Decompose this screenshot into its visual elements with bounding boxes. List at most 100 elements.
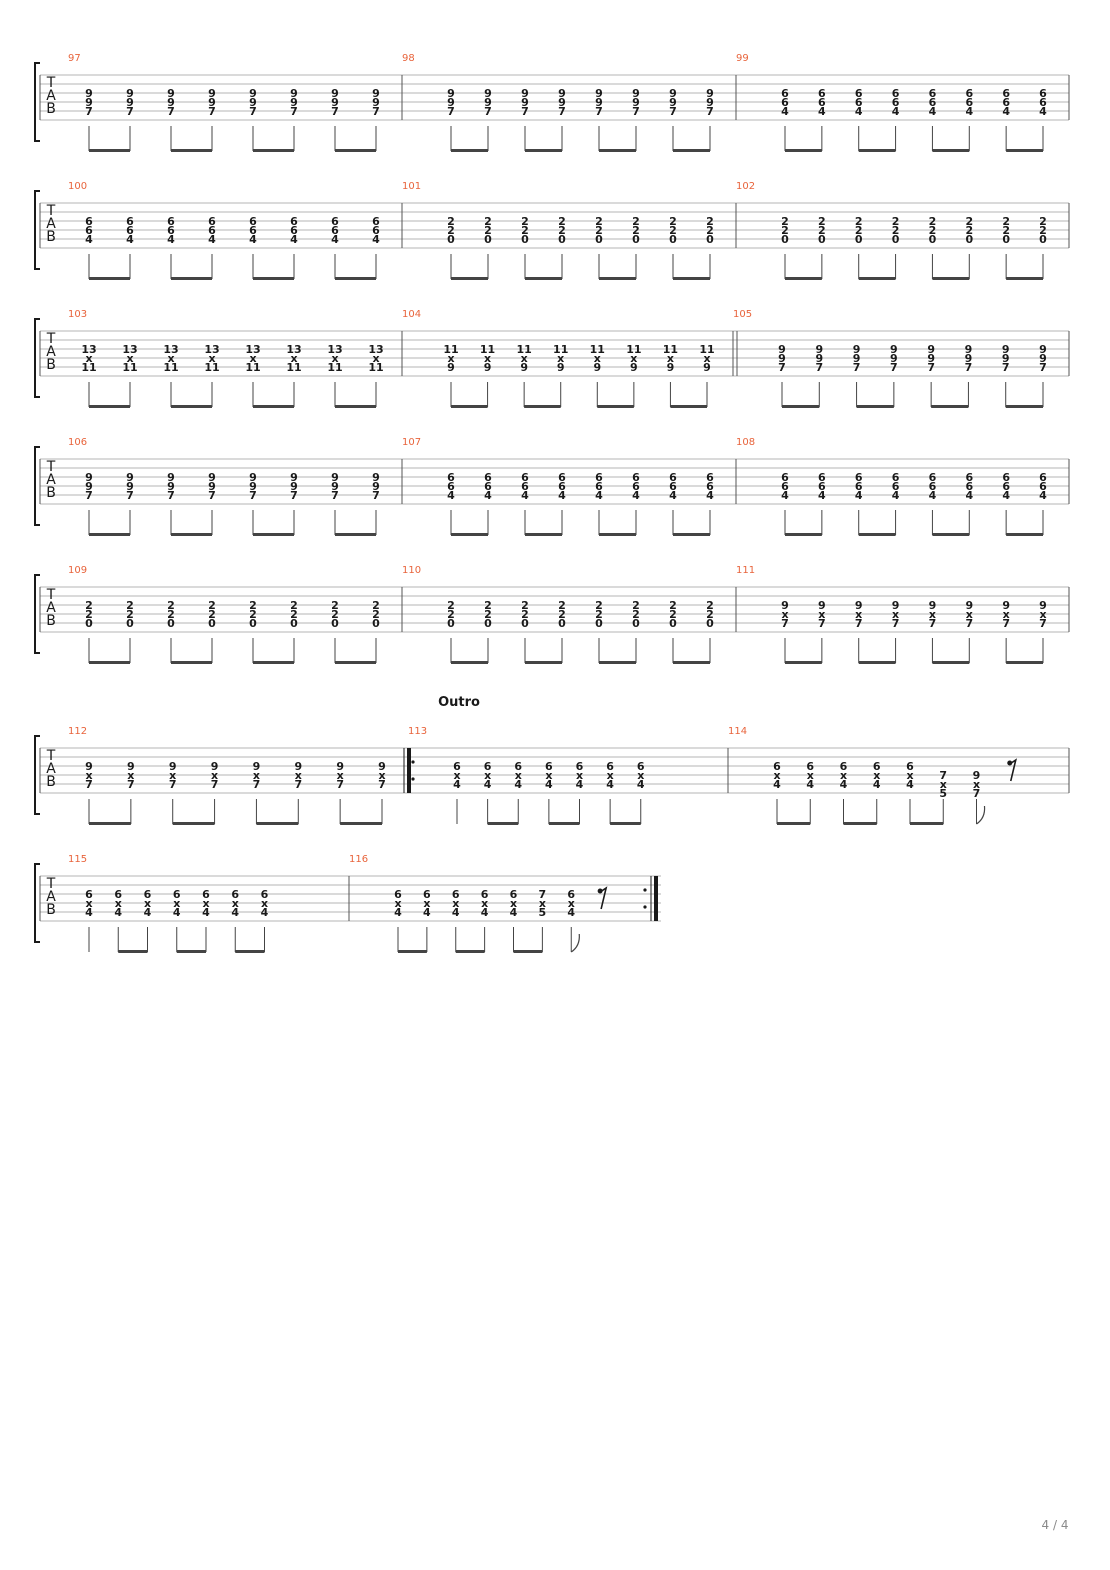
fret-number: 4 xyxy=(372,233,380,246)
fret-number: 4 xyxy=(202,906,210,919)
fret-number: 2 xyxy=(167,599,175,612)
fret-number: 9 xyxy=(781,599,789,612)
fret-number: 0 xyxy=(290,617,298,630)
fret-number: x xyxy=(169,769,176,782)
fret-number: 4 xyxy=(514,778,522,791)
fret-number: 9 xyxy=(855,599,863,612)
fret-number: 4 xyxy=(606,778,614,791)
tab-clef-letter: A xyxy=(46,344,56,360)
fret-number: 2 xyxy=(521,599,529,612)
fret-number: x xyxy=(630,352,637,365)
fret-number: x xyxy=(840,769,847,782)
fret-number: 7 xyxy=(855,617,863,630)
fret-number: 9 xyxy=(818,599,826,612)
fret-number: 0 xyxy=(447,233,455,246)
tab-clef-letter: B xyxy=(46,902,56,918)
fret-number: 4 xyxy=(595,489,603,502)
fret-number: 4 xyxy=(510,906,518,919)
measure-number: 108 xyxy=(736,437,755,448)
fret-number: 2 xyxy=(167,608,175,621)
fret-number: 7 xyxy=(126,489,134,502)
fret-number: 7 xyxy=(1002,617,1010,630)
fret-number: 2 xyxy=(558,599,566,612)
fret-number: 11 xyxy=(553,343,568,356)
measure-number: 116 xyxy=(349,854,368,865)
fret-number: 9 xyxy=(447,87,455,100)
fret-number: x xyxy=(144,897,151,910)
fret-number: 2 xyxy=(484,215,492,228)
fret-number: 6 xyxy=(290,224,298,237)
note-beam xyxy=(858,533,896,536)
fret-number: x xyxy=(261,897,268,910)
fret-number: x xyxy=(394,897,401,910)
fret-number: 2 xyxy=(208,599,216,612)
fret-number: 6 xyxy=(1039,96,1047,109)
fret-number: x xyxy=(202,897,209,910)
fret-number: 9 xyxy=(290,87,298,100)
fret-number: 2 xyxy=(484,608,492,621)
fret-number: 6 xyxy=(452,888,460,901)
fret-number: 0 xyxy=(447,617,455,630)
note-beam xyxy=(89,405,130,408)
note-beam xyxy=(548,822,580,825)
fret-number: 2 xyxy=(818,215,826,228)
fret-number: x xyxy=(594,352,601,365)
fret-number: 6 xyxy=(781,480,789,493)
fret-number: 7 xyxy=(781,617,789,630)
fret-number: 0 xyxy=(632,617,640,630)
fret-number: 6 xyxy=(1002,96,1010,109)
fret-number: 7 xyxy=(890,361,898,374)
fret-number: 9 xyxy=(331,471,339,484)
fret-number: 7 xyxy=(927,361,935,374)
fret-number: 4 xyxy=(806,778,814,791)
note-beam xyxy=(777,822,811,825)
tab-clef-letter: T xyxy=(46,587,56,603)
fret-number: x xyxy=(372,352,379,365)
fret-number: 6 xyxy=(576,760,584,773)
fret-number: 6 xyxy=(637,760,645,773)
fret-number: 2 xyxy=(447,224,455,237)
repeat-dot xyxy=(411,760,415,764)
measure-number: 107 xyxy=(402,437,421,448)
note-beam xyxy=(599,533,636,536)
fret-number: 7 xyxy=(595,105,603,118)
fret-number: 11 xyxy=(327,361,342,374)
note-beam xyxy=(335,405,376,408)
fret-number: 4 xyxy=(1002,489,1010,502)
fret-number: 6 xyxy=(423,888,431,901)
fret-number: 9 xyxy=(558,96,566,109)
fret-number: 4 xyxy=(855,105,863,118)
note-beam xyxy=(340,822,382,825)
fret-number: 2 xyxy=(669,224,677,237)
fret-number: 2 xyxy=(706,608,714,621)
fret-number: x xyxy=(127,769,134,782)
fret-number: 9 xyxy=(208,480,216,493)
tab-clef-letter: B xyxy=(46,613,56,629)
tab-clef-letter: T xyxy=(46,203,56,219)
fret-number: 9 xyxy=(211,760,219,773)
note-beam xyxy=(524,405,561,408)
note-beam xyxy=(782,405,820,408)
fret-number: 6 xyxy=(929,480,937,493)
fret-number: x xyxy=(966,608,973,621)
fret-number: 7 xyxy=(939,769,947,782)
fret-number: 9 xyxy=(372,471,380,484)
fret-number: x xyxy=(452,897,459,910)
fret-number: 6 xyxy=(249,224,257,237)
fret-number: 9 xyxy=(521,87,529,100)
fret-number: 6 xyxy=(85,224,93,237)
fret-number: 9 xyxy=(249,480,257,493)
fret-number: x xyxy=(232,897,239,910)
fret-number: 9 xyxy=(1039,599,1047,612)
fret-number: 9 xyxy=(965,343,973,356)
fret-number: 6 xyxy=(202,888,210,901)
note-beam xyxy=(235,950,265,953)
fret-number: 7 xyxy=(818,617,826,630)
fret-number: 4 xyxy=(1039,105,1047,118)
fret-number: 9 xyxy=(126,480,134,493)
fret-number: 11 xyxy=(81,361,96,374)
fret-number: 6 xyxy=(781,96,789,109)
fret-number: 2 xyxy=(632,224,640,237)
fret-number: 6 xyxy=(231,888,239,901)
